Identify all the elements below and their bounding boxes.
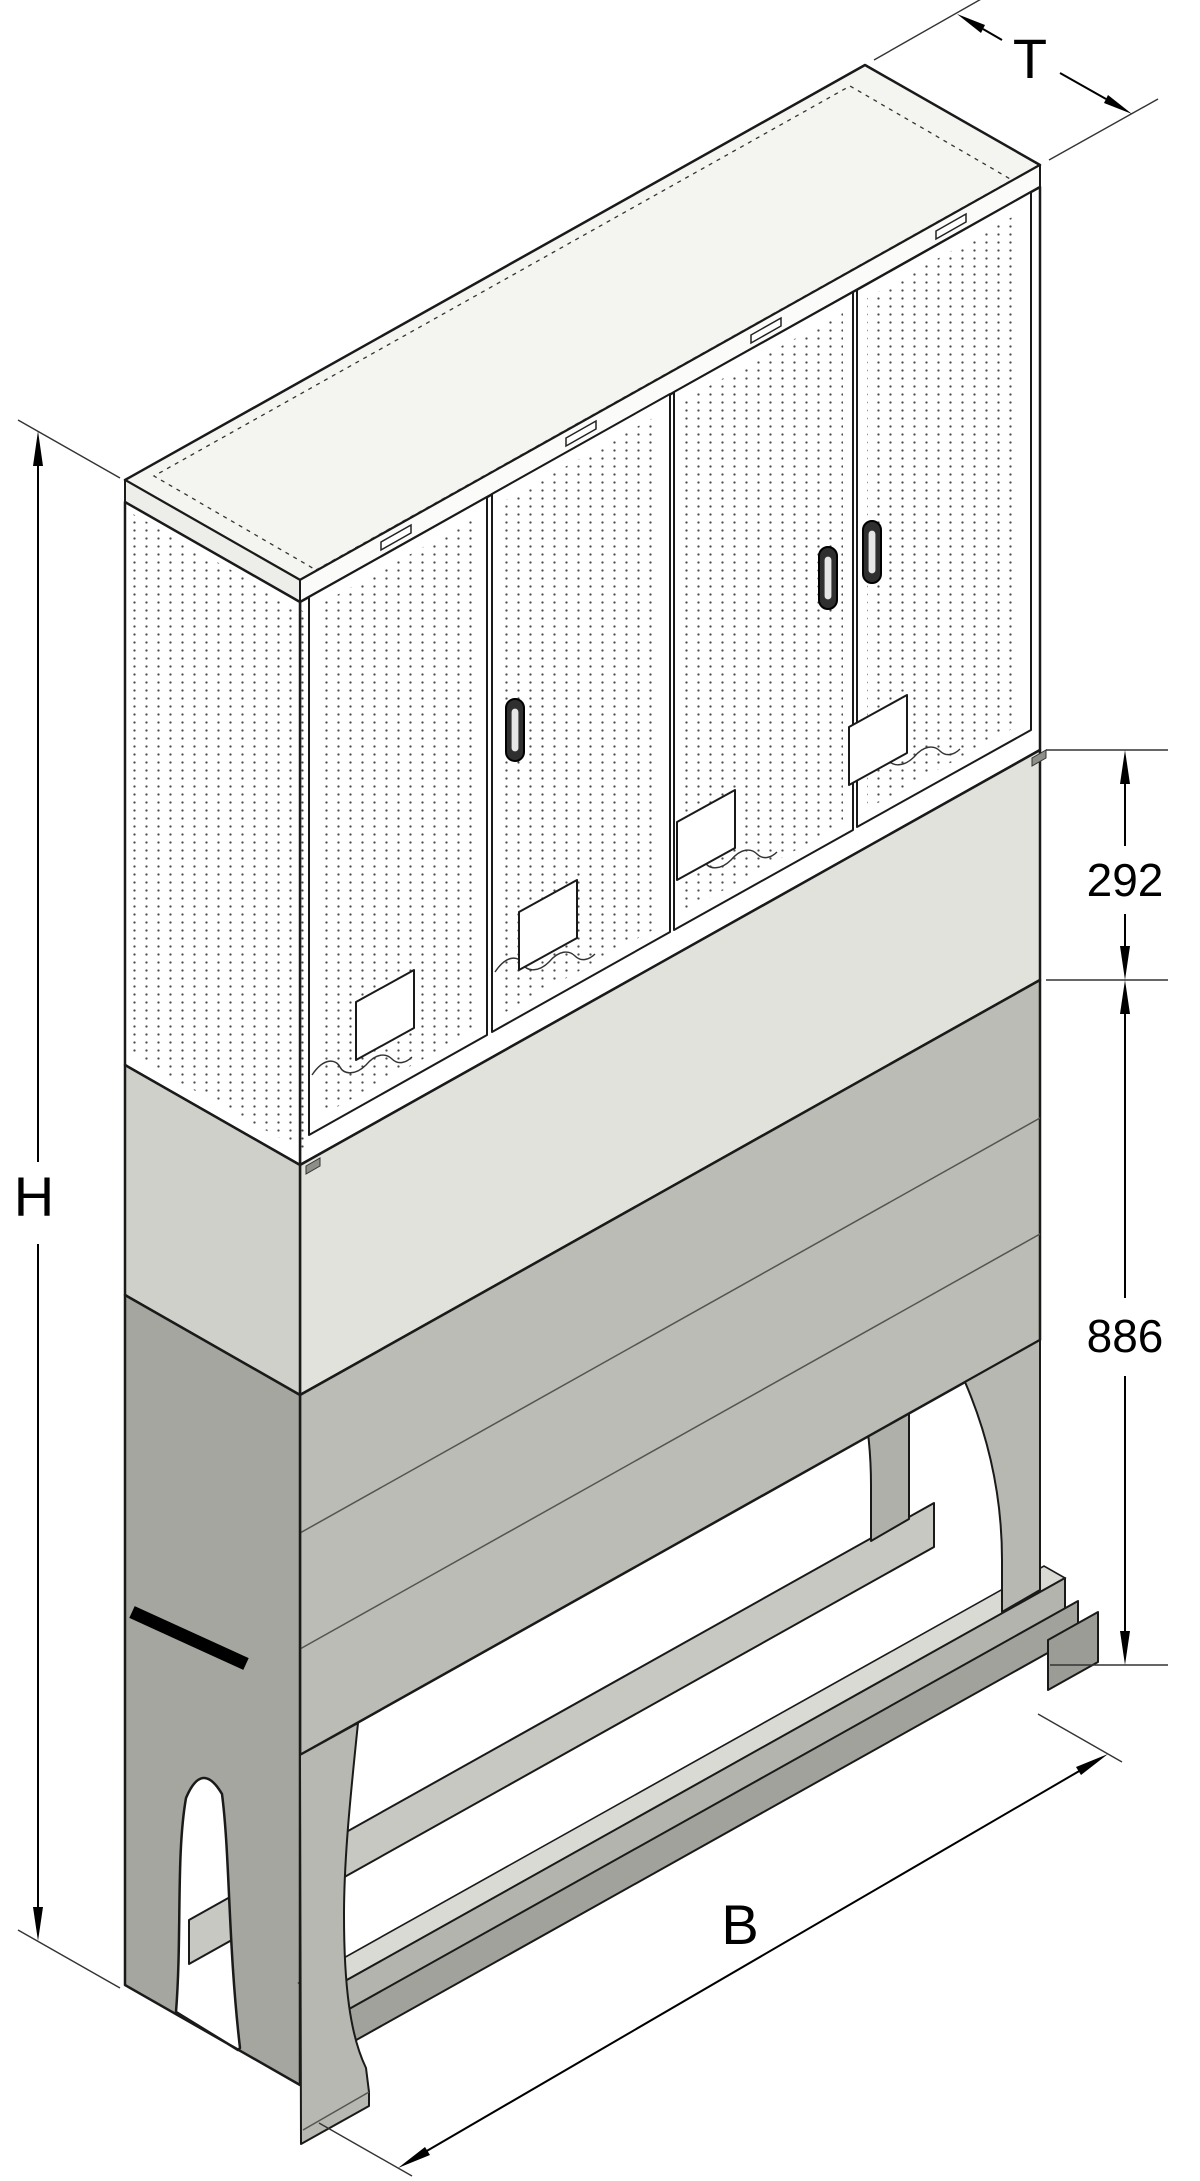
extension-line [318,2122,413,2177]
extension-line [17,419,121,479]
arrowhead [1120,980,1130,1014]
plinth-lower-dimension: 886 [1050,980,1168,1666]
plinth-lower-height-label: 886 [1087,1310,1164,1362]
plinth-upper-dimension: 292 [1046,749,1168,981]
extension-line [1048,98,1159,161]
extension-line [1037,1713,1123,1763]
base-left-leg [299,1722,370,2145]
door-perforation [684,312,843,912]
height-label: H [14,1165,54,1228]
lid-clip [750,316,782,345]
plinth-clip [1031,749,1047,767]
extension-line [17,1929,121,1989]
door-break-line [494,951,596,973]
base-left-pad-line [302,2091,370,2131]
arrowhead [1104,95,1132,114]
arrowhead [398,2147,430,2168]
door-perforation [867,212,1021,809]
arrowhead [957,14,985,33]
base-front [297,1339,1099,2145]
door-handle [818,546,838,610]
door-handle [505,698,525,762]
cabinet [123,185,1042,1167]
arrowhead [33,1907,43,1941]
width-dimension: B [318,1713,1123,2177]
plinth [123,748,1047,2087]
lid-clip [565,419,597,448]
plinth-clip [305,1157,321,1175]
plinth-seam [299,1117,1041,1534]
arrowhead [1120,1631,1130,1665]
arrowhead [1120,946,1130,980]
plinth-upper-height-label: 292 [1087,854,1164,906]
cabinet-top-slab [123,63,1042,603]
door-nameplate [676,789,736,881]
door-nameplate [518,879,578,971]
base-back-rail [188,1502,935,1965]
arrowhead [33,431,43,466]
base-right-pad [1047,1611,1099,1691]
plinth-lower-side [123,1293,302,2087]
door-nameplate [848,694,908,786]
extension-line [873,0,981,61]
depth-dimension: T [873,0,1159,161]
side-slot-mark [129,1606,249,1670]
lid-clip [380,523,412,552]
door-perforation [502,414,660,1014]
door-handle [862,520,882,584]
door-break-line [311,1054,413,1076]
door-2 [491,393,671,1033]
door-perforation [319,517,477,1117]
door-4 [848,191,1032,828]
width-label: B [721,1893,758,1956]
door-3 [673,291,854,931]
door-1 [308,496,488,1136]
lid-clip [935,212,967,241]
height-dimension: H [14,419,121,1989]
plinth-seam [299,1233,1041,1650]
depth-label: T [1013,27,1047,90]
base-right-bracket [964,1339,1041,1613]
cabinet-side-perforation [133,514,308,1154]
arrowhead [1076,1754,1108,1775]
door-nameplate [355,969,415,1061]
arrowhead [1120,750,1130,784]
